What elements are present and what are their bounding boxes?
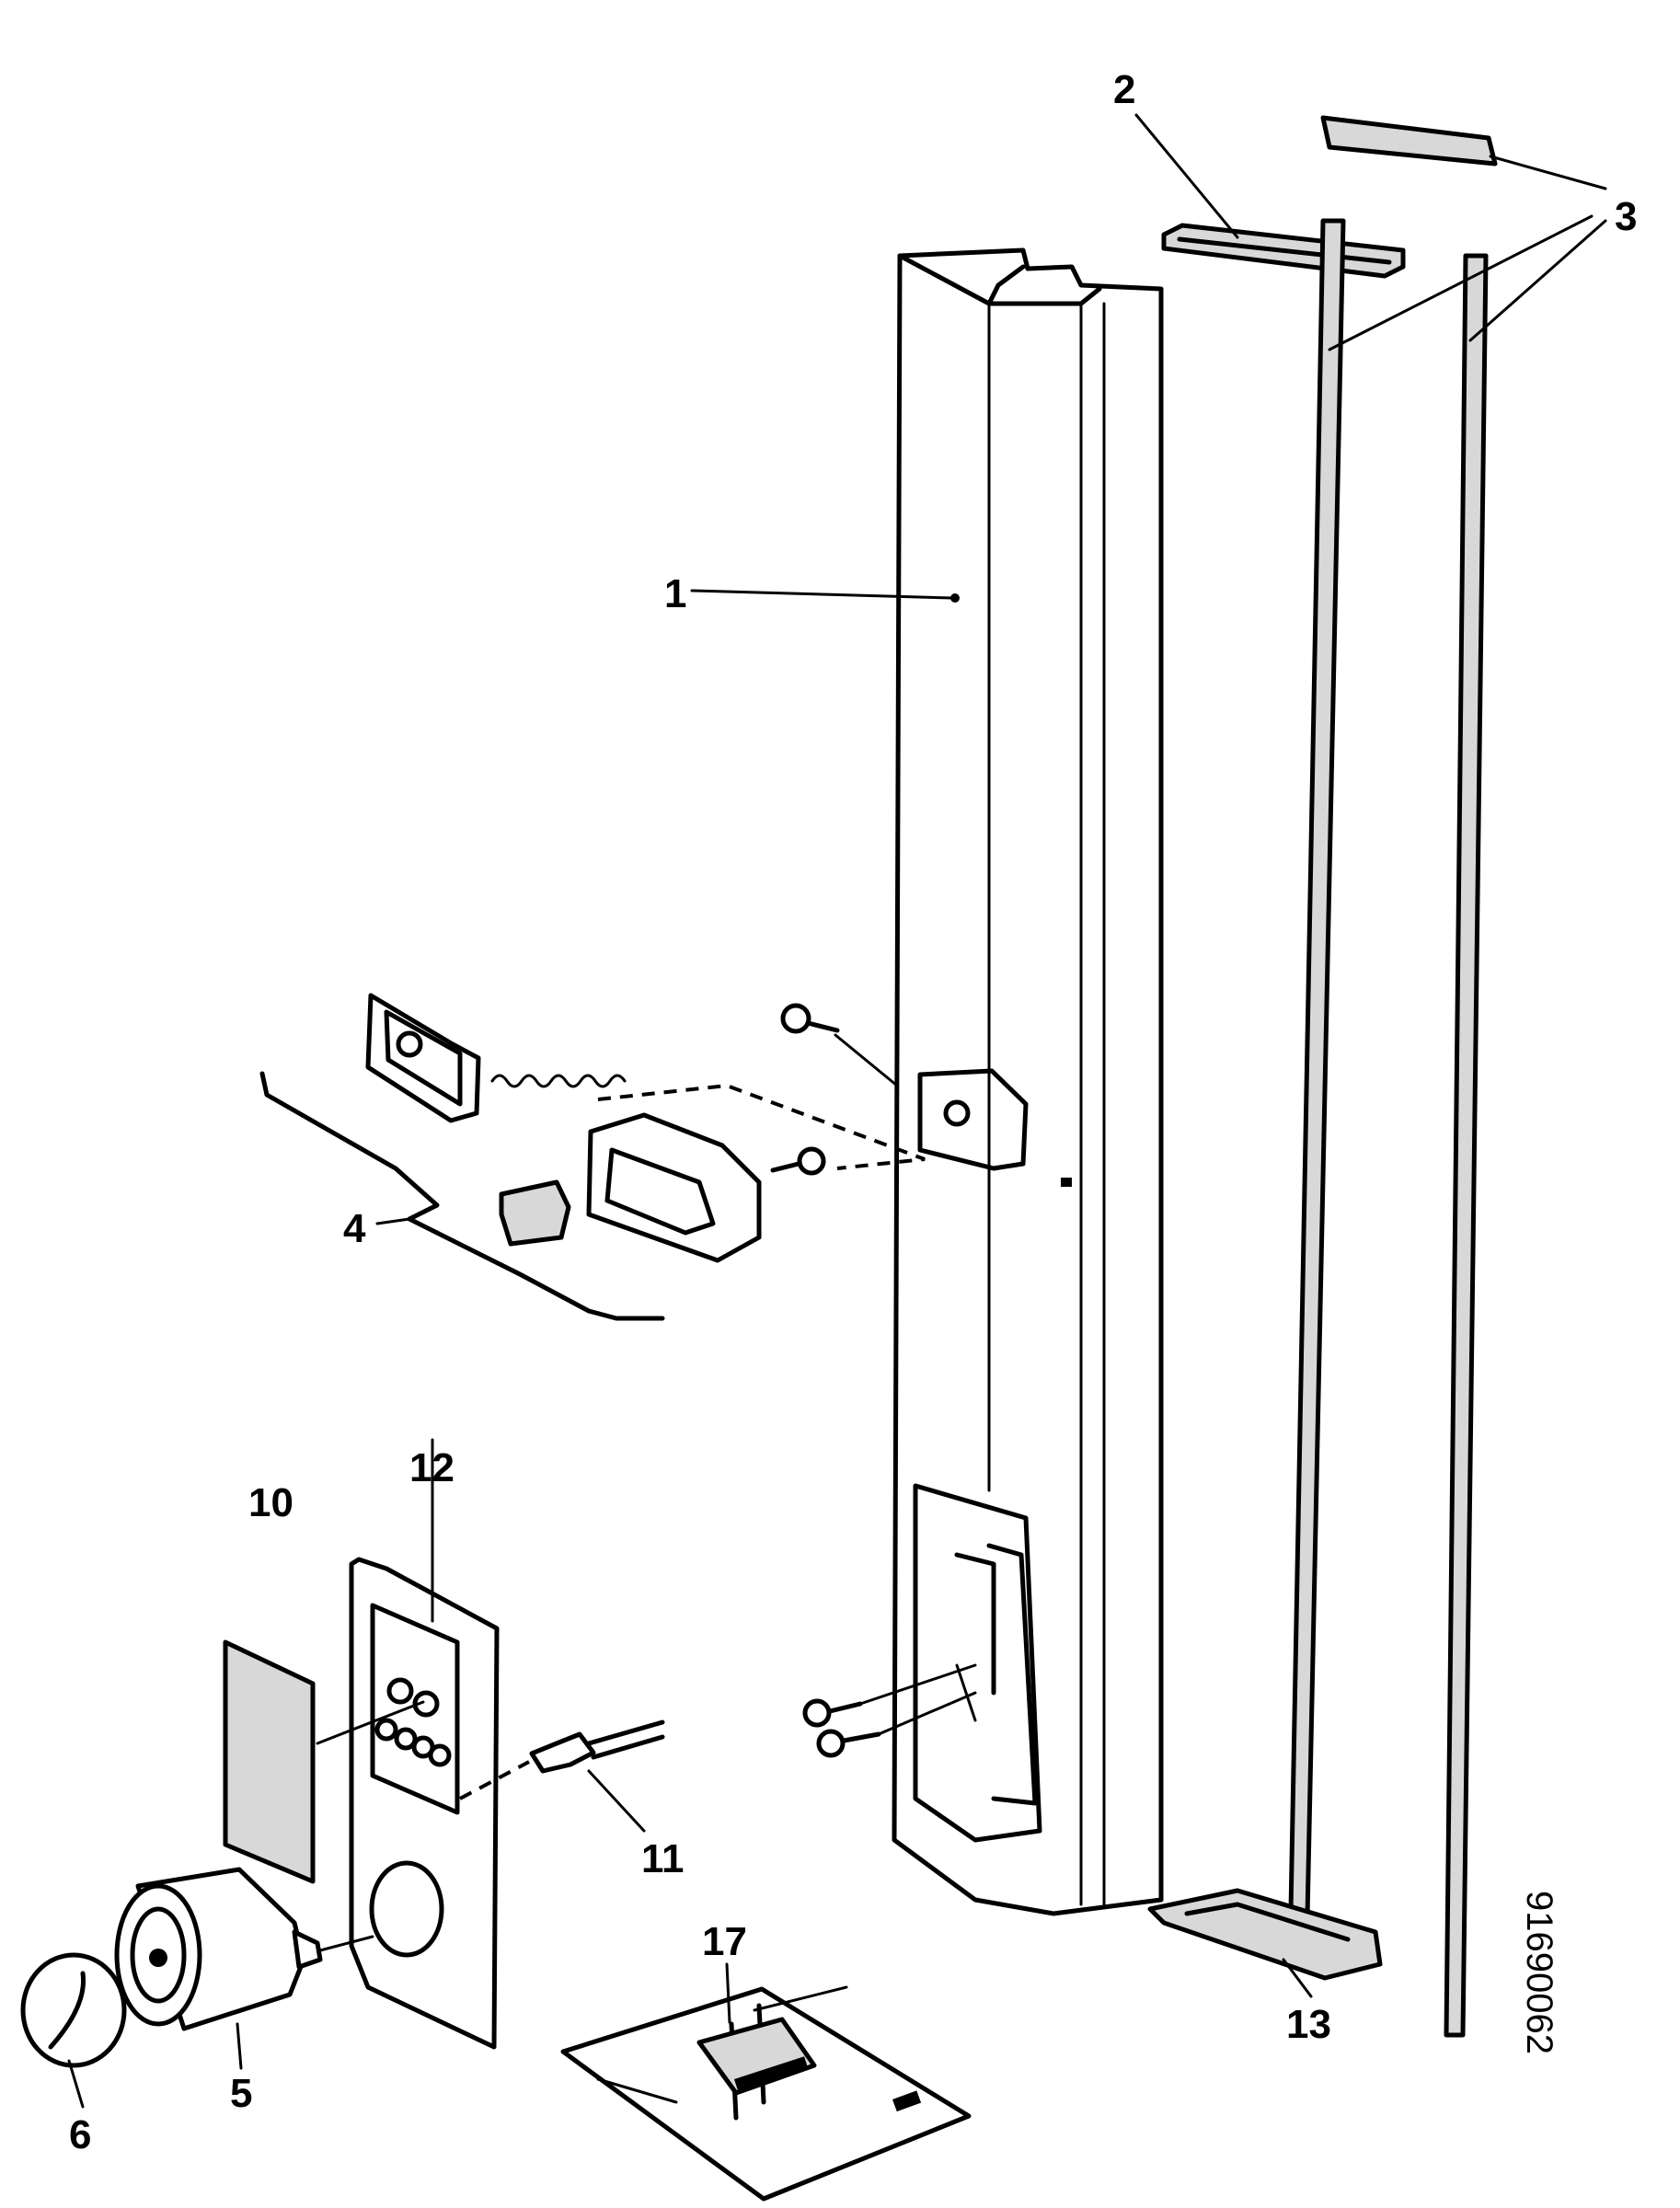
callout-1: 1 bbox=[664, 571, 686, 616]
callout-2: 2 bbox=[1113, 67, 1135, 112]
handle-screw-upper bbox=[780, 1003, 840, 1034]
leader-line-10 bbox=[316, 1700, 425, 1745]
leader-line-2 bbox=[1134, 113, 1239, 239]
part-10-label-card bbox=[223, 1639, 316, 1884]
callout-10: 10 bbox=[248, 1480, 293, 1525]
callout-12: 12 bbox=[409, 1445, 455, 1490]
part-4-handle-assembly bbox=[365, 993, 840, 1263]
callout-13: 13 bbox=[1286, 2002, 1331, 2047]
part-1-column-housing bbox=[892, 247, 1164, 1916]
lower-screw-pair bbox=[802, 1698, 881, 1758]
part-17-instruction-booklet bbox=[560, 1985, 972, 2202]
part-3-strip-and-rods bbox=[1287, 115, 1498, 2038]
part-12-front-panel bbox=[349, 1557, 500, 2050]
leader-line-11 bbox=[587, 1769, 646, 1833]
callout-5: 5 bbox=[230, 2071, 252, 2116]
leader-line-5 bbox=[236, 2022, 243, 2070]
callout-17: 17 bbox=[702, 1919, 747, 1964]
leader-lines-3 bbox=[1328, 155, 1607, 351]
dashed-mount-lines bbox=[597, 1083, 926, 1170]
callout-6: 6 bbox=[69, 2112, 91, 2157]
callout-3: 3 bbox=[1615, 194, 1637, 239]
part-5-knob-assembly bbox=[114, 1867, 323, 2031]
handle-screw-lower bbox=[770, 1146, 826, 1176]
leader-line-1 bbox=[690, 589, 954, 600]
part-6-knob-cap bbox=[20, 1952, 127, 2068]
leader-line-6 bbox=[67, 2059, 85, 2109]
leader-line-13 bbox=[1282, 1958, 1313, 1998]
document-number: 91690062 bbox=[1519, 1891, 1559, 2054]
part-2-top-cap bbox=[1161, 223, 1406, 279]
part-11-cable-connector bbox=[529, 1719, 665, 1774]
leader-line-17 bbox=[725, 1962, 731, 2024]
leader-line-4 bbox=[375, 1217, 411, 1225]
part-13-bottom-cap bbox=[1147, 1888, 1383, 1981]
callout-4: 4 bbox=[343, 1206, 366, 1251]
callout-11: 11 bbox=[641, 1836, 685, 1881]
